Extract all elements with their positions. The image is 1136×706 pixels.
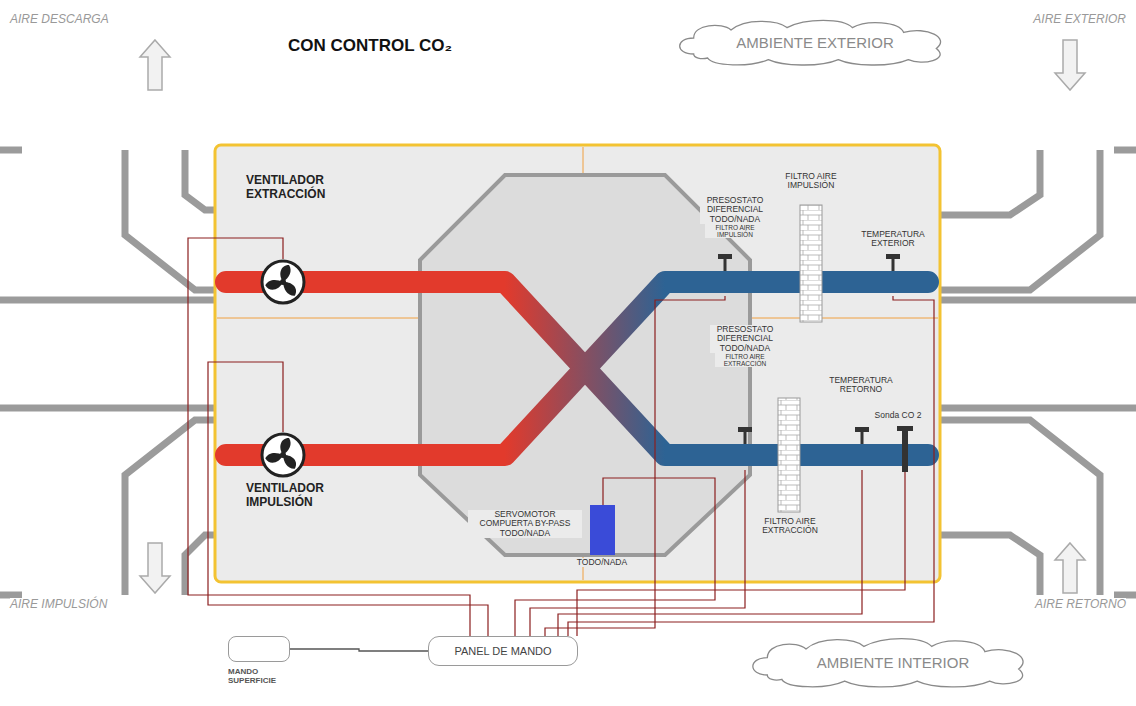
- control-panel: PANEL DE MANDO: [428, 636, 578, 666]
- airflow-label: AIRE RETORNO: [986, 598, 1126, 611]
- cloud-outline-path: [753, 639, 1023, 687]
- airflow-arrow: [140, 543, 170, 593]
- wire: [188, 238, 470, 636]
- sensor-stem: [861, 432, 864, 444]
- airflow-arrow: [1055, 543, 1085, 593]
- duct-walls: [0, 150, 1136, 595]
- cloud-shape: AMBIENTE INTERIOR: [748, 636, 1038, 688]
- component-label: PRESOSTATO DIFERENCIAL TODO/NADA: [700, 196, 770, 224]
- airflow-label: AIRE IMPULSIÓN: [10, 598, 150, 611]
- cloud-shape: AMBIENTE EXTERIOR: [675, 18, 955, 66]
- duct-wall: [940, 150, 1100, 290]
- component-label: FILTRO AIRE IMPULSIÓN: [783, 172, 839, 191]
- fan-label: VENTILADOR EXTRACCIÓN: [246, 174, 376, 202]
- filter: [800, 205, 822, 322]
- component-label: PRESOSTATO DIFERENCIAL TODO/NADA: [710, 325, 780, 353]
- duct-wall: [125, 150, 215, 290]
- component-label: Sonda CO 2: [868, 411, 928, 420]
- component-sublabel: FILTRO AIRE EXTRACCIÓN: [715, 353, 775, 367]
- duct-wall: [940, 150, 1040, 215]
- sensor-stem: [724, 259, 727, 271]
- duct-wall: [940, 420, 1100, 595]
- device-outline: [228, 636, 290, 662]
- wire: [568, 296, 934, 636]
- fan-label: VENTILADOR IMPULSIÓN: [246, 482, 376, 510]
- co2-probe-head: [897, 426, 913, 431]
- cloud-outline-path: [680, 20, 941, 65]
- fan-symbol: [262, 261, 304, 303]
- bypass-servomotor: [590, 505, 615, 555]
- connector-line: [290, 649, 428, 651]
- diagram-title: CON CONTROL CO₂: [288, 36, 452, 56]
- duct-wall: [0, 147, 22, 154]
- component-sublabel: FILTRO AIRE IMPULSIÓN: [705, 224, 765, 238]
- duct-wall: [185, 150, 215, 210]
- component-label: SERVOMOTOR COMPUERTA BY-PASS TODO/NADA: [468, 510, 582, 538]
- duct-wall: [0, 405, 215, 412]
- air-pipe: [226, 282, 928, 455]
- co2-probe: [902, 431, 908, 472]
- filter: [778, 398, 800, 512]
- sensor-stem: [744, 432, 747, 444]
- duct-wall: [125, 420, 215, 595]
- wire: [515, 478, 715, 636]
- section-line: [217, 147, 938, 580]
- wire: [208, 362, 488, 636]
- control-wires: [188, 238, 934, 636]
- duct-wall: [185, 535, 215, 595]
- sensor-head: [718, 254, 732, 259]
- airflow-label: AIRE DESCARGA: [10, 13, 140, 26]
- duct-wall: [0, 297, 215, 304]
- component-label: TEMPERATURA RETORNO: [820, 376, 902, 395]
- duct-wall: [940, 405, 1136, 412]
- node-text: AMBIENTE INTERIOR: [817, 654, 970, 671]
- unit-housing: [215, 145, 940, 582]
- airflow-arrow: [1055, 40, 1085, 90]
- node-text: AMBIENTE EXTERIOR: [736, 34, 894, 51]
- sensor-head: [886, 254, 900, 259]
- air-pipe: [226, 282, 928, 455]
- wire: [530, 470, 745, 636]
- sensor-head: [738, 427, 752, 432]
- node-text: PANEL DE MANDO: [454, 645, 551, 657]
- wire: [545, 296, 725, 636]
- wall-controller: MANDO SUPERFICIE: [228, 636, 292, 685]
- airflow-label: AIRE EXTERIOR: [986, 13, 1126, 26]
- component-label: FILTRO AIRE EXTRACCIÓN: [757, 517, 823, 536]
- airflow-arrow: [140, 40, 170, 90]
- duct-wall: [940, 535, 1040, 595]
- fan-symbol: [262, 434, 304, 476]
- sensor-stem: [892, 259, 895, 271]
- node-text: MANDO SUPERFICIE: [228, 667, 292, 685]
- component-label: TODO/NADA: [570, 558, 634, 567]
- wire: [558, 470, 862, 636]
- component-label: TEMPERATURA EXTERIOR: [857, 230, 929, 249]
- sensor-head: [855, 427, 869, 432]
- duct-wall: [1114, 147, 1136, 154]
- duct-wall: [940, 297, 1136, 304]
- wire: [577, 472, 905, 636]
